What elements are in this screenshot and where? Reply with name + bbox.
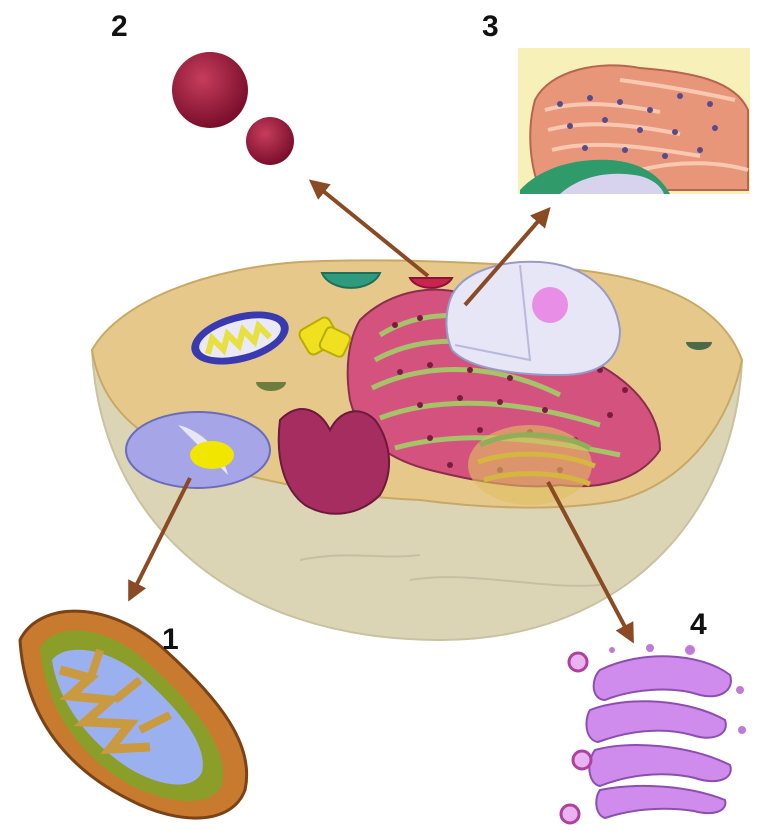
nucleolus	[532, 287, 568, 323]
rough-er-inset	[518, 48, 750, 194]
mitochondrion-inset	[20, 611, 247, 818]
golgi-inset	[561, 644, 746, 823]
label-1: 1	[162, 625, 179, 655]
label-4: 4	[690, 610, 707, 640]
label-2: 2	[111, 12, 128, 42]
lysosome-inset	[172, 52, 294, 165]
vacuole	[126, 412, 270, 488]
label-3: 3	[482, 12, 499, 42]
